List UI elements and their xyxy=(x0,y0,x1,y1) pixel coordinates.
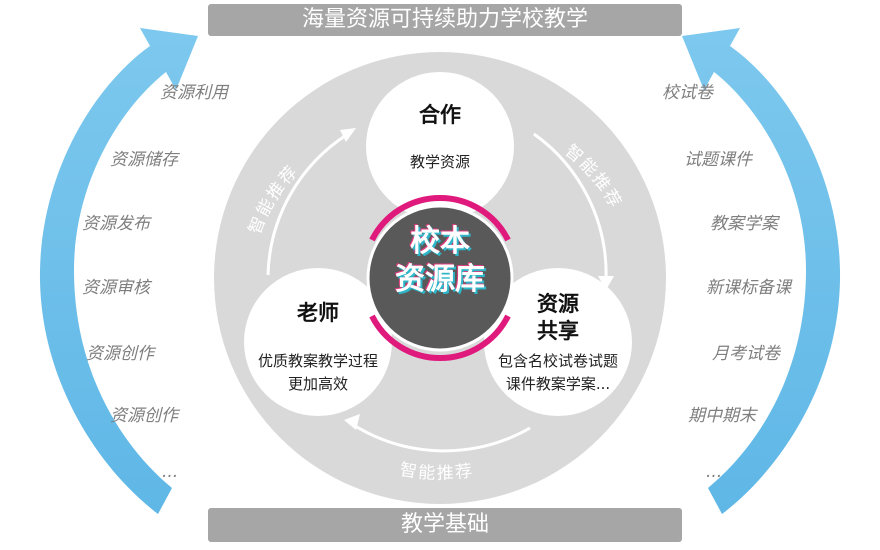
node-right-sub1: 包含名校试卷试题 xyxy=(497,352,618,370)
node-right-circle xyxy=(484,268,632,416)
center-hub-circle xyxy=(366,204,514,352)
left-item-1: 资源利用 xyxy=(160,83,228,103)
arc-label-bottom: 智能推荐 xyxy=(398,460,473,484)
left-item-4: 资源审核 xyxy=(82,278,150,298)
arc-arrow-bottom-head xyxy=(344,414,360,430)
center-line-2: 资源库 xyxy=(395,262,485,297)
top-banner: 海量资源可持续助力学校教学 xyxy=(208,4,682,36)
right-item-6: 期中期末 xyxy=(688,406,756,426)
center-accent-bottom xyxy=(369,314,511,362)
left-item-6: 资源创作 xyxy=(110,406,178,426)
right-item-2: 试题课件 xyxy=(684,150,752,170)
right-item-5: 月考试卷 xyxy=(712,344,780,364)
right-item-4: 新课标备课 xyxy=(706,278,791,298)
right-cycle-arrow xyxy=(682,28,841,514)
node-left-title: 老师 xyxy=(297,301,339,325)
node-top-title: 合作 xyxy=(419,103,461,127)
arc-arrow-right xyxy=(533,132,608,281)
center-line-1: 校本 xyxy=(410,224,470,259)
node-left-sub2: 更加高效 xyxy=(287,375,348,393)
arc-arrow-left-head xyxy=(340,128,356,142)
node-right-sub2: 课件教案学案... xyxy=(505,375,611,393)
right-item-7: ... xyxy=(706,462,723,482)
left-item-3: 资源发布 xyxy=(82,214,150,234)
center-hub-text: 校本 资源库 xyxy=(368,223,512,299)
arc-arrow-bottom xyxy=(351,422,531,453)
node-top-sub: 教学资源 xyxy=(409,153,470,171)
left-cycle-arrow xyxy=(39,28,199,514)
left-item-5: 资源创作 xyxy=(86,344,154,364)
arc-label-bottom-text: 智能推荐 xyxy=(398,460,475,484)
arc-arrow-right-head xyxy=(598,276,614,290)
center-accent-top xyxy=(369,194,511,242)
arc-arrow-left xyxy=(266,132,349,276)
right-item-1: 校试卷 xyxy=(662,83,713,103)
bottom-banner: 教学基础 xyxy=(208,508,682,542)
node-left-circle xyxy=(244,268,392,416)
node-right-title-2: 共享 xyxy=(537,319,579,343)
node-left-sub1: 优质教案教学过程 xyxy=(257,352,378,370)
right-item-3: 教案学案 xyxy=(710,214,778,234)
left-item-2: 资源储存 xyxy=(110,150,178,170)
node-top-circle xyxy=(366,72,514,220)
left-item-7: ... xyxy=(162,462,179,482)
node-right-title-1: 资源 xyxy=(537,292,579,316)
